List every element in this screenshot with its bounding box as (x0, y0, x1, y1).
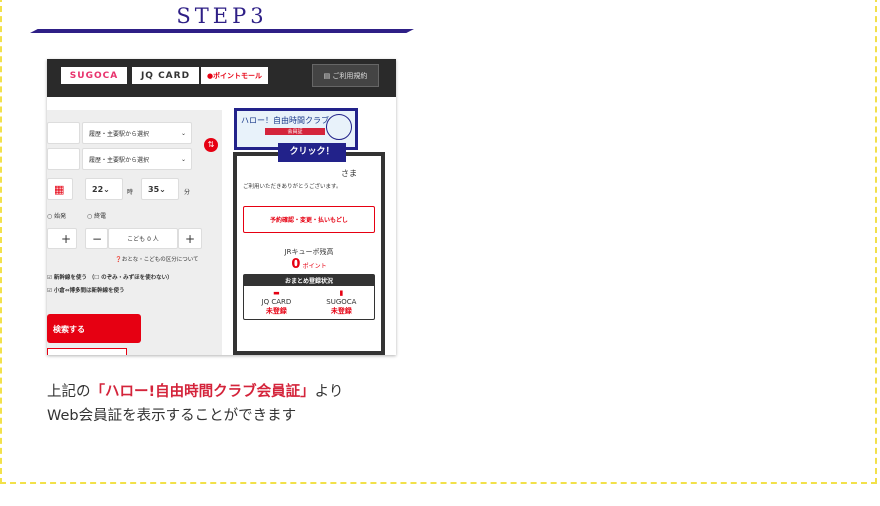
child-minus-button[interactable]: − (85, 228, 108, 249)
sugoca-status-value: 未登録 (330, 307, 352, 315)
points-unit: ポイント (302, 263, 327, 270)
point-mall-button[interactable]: ● ポイントモール (201, 67, 268, 84)
terms-button[interactable]: ▤ ご利用規約 (312, 64, 379, 87)
nozomi-label: のぞみ・みずほを使わない (101, 275, 168, 281)
child-count: こども 0 人 (108, 228, 178, 249)
reservation-button[interactable]: 予約確認・変更・払いもどし (243, 206, 375, 233)
hour-unit: 時 (127, 189, 134, 196)
point-mall-label: ポイントモール (213, 71, 263, 80)
sugoca-button[interactable]: SUGOCA (61, 67, 127, 84)
hour-value: 22 (92, 184, 104, 194)
to-select[interactable]: 履歴・主要駅から選択⌄ (82, 148, 192, 170)
card-icon: ▮ (339, 289, 344, 297)
member-name: さま (341, 169, 357, 178)
calendar-icon[interactable]: ▦ (47, 178, 73, 200)
screenshot-image: SUGOCA JQ CARD ● ポイントモール ▤ ご利用規約 履歴・主要駅か… (47, 59, 396, 355)
dashed-frame (0, 0, 877, 484)
jq-label: JQ CARD (261, 298, 292, 306)
kokura-label: 小倉⇔博多間は新幹線を使う (53, 288, 125, 294)
minute-value: 35 (148, 184, 160, 194)
desc-pre: 上記の (47, 384, 91, 400)
first-train-radio[interactable]: ○ 始発 (47, 213, 67, 220)
sugoca-label: SUGOCA (326, 298, 357, 306)
status-title: おまとめ登録状況 (244, 275, 374, 286)
stamp-icon (326, 114, 352, 140)
shinkansen-checkbox[interactable]: ☑ 新幹線を使う （☐ のぞみ・みずほを使わない） (47, 275, 173, 281)
to-select-label: 履歴・主要駅から選択 (89, 156, 150, 164)
card-icon: ▬ (273, 289, 280, 297)
last-train-label: 終電 (94, 213, 107, 220)
step-title: STEP3 (176, 4, 268, 28)
member-panel: さま ご利用いただきありがとうございます。 予約確認・変更・払いもどし JRキュ… (233, 152, 385, 355)
shinkansen-label: 新幹線を使う (53, 275, 87, 281)
document-icon: ▤ (323, 71, 333, 80)
from-select-label: 履歴・主要駅から選択 (89, 130, 150, 138)
jq-status-value: 未登録 (265, 307, 287, 315)
minute-select[interactable]: 35⌄ (141, 178, 179, 200)
balance-label: JRキューポ残高 (284, 248, 334, 256)
banner-card-label: 会員証 (265, 128, 325, 135)
last-train-radio[interactable]: ○ 終電 (87, 213, 107, 220)
search-button[interactable]: 検索する (47, 314, 141, 343)
top-bar: SUGOCA JQ CARD ● ポイントモール ▤ ご利用規約 (47, 59, 396, 97)
child-plus-button[interactable]: + (178, 228, 202, 249)
swap-icon[interactable]: ⇅ (204, 138, 218, 152)
secondary-button[interactable] (47, 348, 127, 355)
desc-highlight: 「ハロー!自由時間クラブ会員証」 (90, 384, 315, 400)
click-label: クリック！ (278, 143, 346, 162)
adult-plus-button[interactable]: + (47, 228, 77, 249)
from-input[interactable] (47, 122, 80, 144)
desc-line2: Web会員証を表示することができます (47, 408, 297, 424)
step-underline (30, 29, 414, 33)
first-train-label: 始発 (54, 213, 67, 220)
kokura-checkbox[interactable]: ☑ 小倉⇔博多間は新幹線を使う (47, 288, 125, 294)
jqcard-button[interactable]: JQ CARD (132, 67, 199, 84)
hour-select[interactable]: 22⌄ (85, 178, 123, 200)
age-info-link[interactable]: ❓おとな・こどもの区分について (115, 257, 199, 263)
description: 上記の「ハロー!自由時間クラブ会員証」より Web会員証を表示することができます (47, 380, 343, 428)
age-info-label: おとな・こどもの区分について (121, 257, 199, 263)
balance-value: 0 (291, 257, 301, 272)
search-form: 履歴・主要駅から選択⌄ 履歴・主要駅から選択⌄ ⇅ ▦ 22⌄ 時 35⌄ 分 … (47, 110, 222, 355)
banner-title: ハロー！自由時間クラブ (241, 116, 329, 125)
desc-post: より (314, 384, 344, 400)
terms-label: ご利用規約 (332, 71, 368, 80)
from-select[interactable]: 履歴・主要駅から選択⌄ (82, 122, 192, 144)
thanks-text: ご利用いただきありがとうございます。 (243, 184, 342, 190)
minute-unit: 分 (184, 189, 191, 196)
to-input[interactable] (47, 148, 80, 170)
